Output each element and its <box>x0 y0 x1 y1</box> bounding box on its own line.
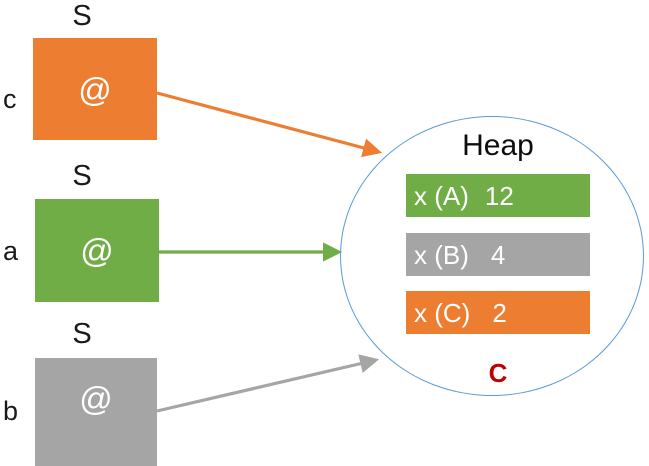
arrow-c-to-heap <box>156 91 383 158</box>
heap-title: Heap <box>462 129 534 162</box>
heap-row-key: x (A) <box>414 180 469 211</box>
heap-row-key: x (B) <box>414 239 469 270</box>
reference-at-icon: @ <box>80 232 114 269</box>
heap-boundary-ellipse <box>340 116 644 396</box>
var-label-a: a <box>3 236 19 266</box>
stack-box-a[interactable]: @ <box>35 199 159 302</box>
var-label-c: c <box>3 84 17 114</box>
reference-at-icon: @ <box>79 379 113 417</box>
type-label-b: S <box>72 318 92 350</box>
type-label-a: S <box>72 160 92 192</box>
reference-at-icon: @ <box>78 70 112 108</box>
heap-row[interactable]: x (B) 4 <box>406 233 590 276</box>
heap-row-value: 12 <box>484 180 514 211</box>
heap-row-value: 2 <box>492 297 507 328</box>
heap-row-key: x (C) <box>414 297 471 328</box>
heap-row[interactable]: x (C) 2 <box>406 291 590 334</box>
var-label-b: b <box>3 396 19 426</box>
stack-box-b[interactable]: @ <box>35 358 157 466</box>
type-label-c: S <box>72 0 92 32</box>
heap-tag-label: C <box>488 358 508 388</box>
arrow-b-to-heap <box>156 354 380 413</box>
stack-box-c[interactable]: @ <box>33 38 157 140</box>
heap-row-value: 4 <box>490 239 506 270</box>
heap-row[interactable]: x (A) 12 <box>406 174 590 217</box>
